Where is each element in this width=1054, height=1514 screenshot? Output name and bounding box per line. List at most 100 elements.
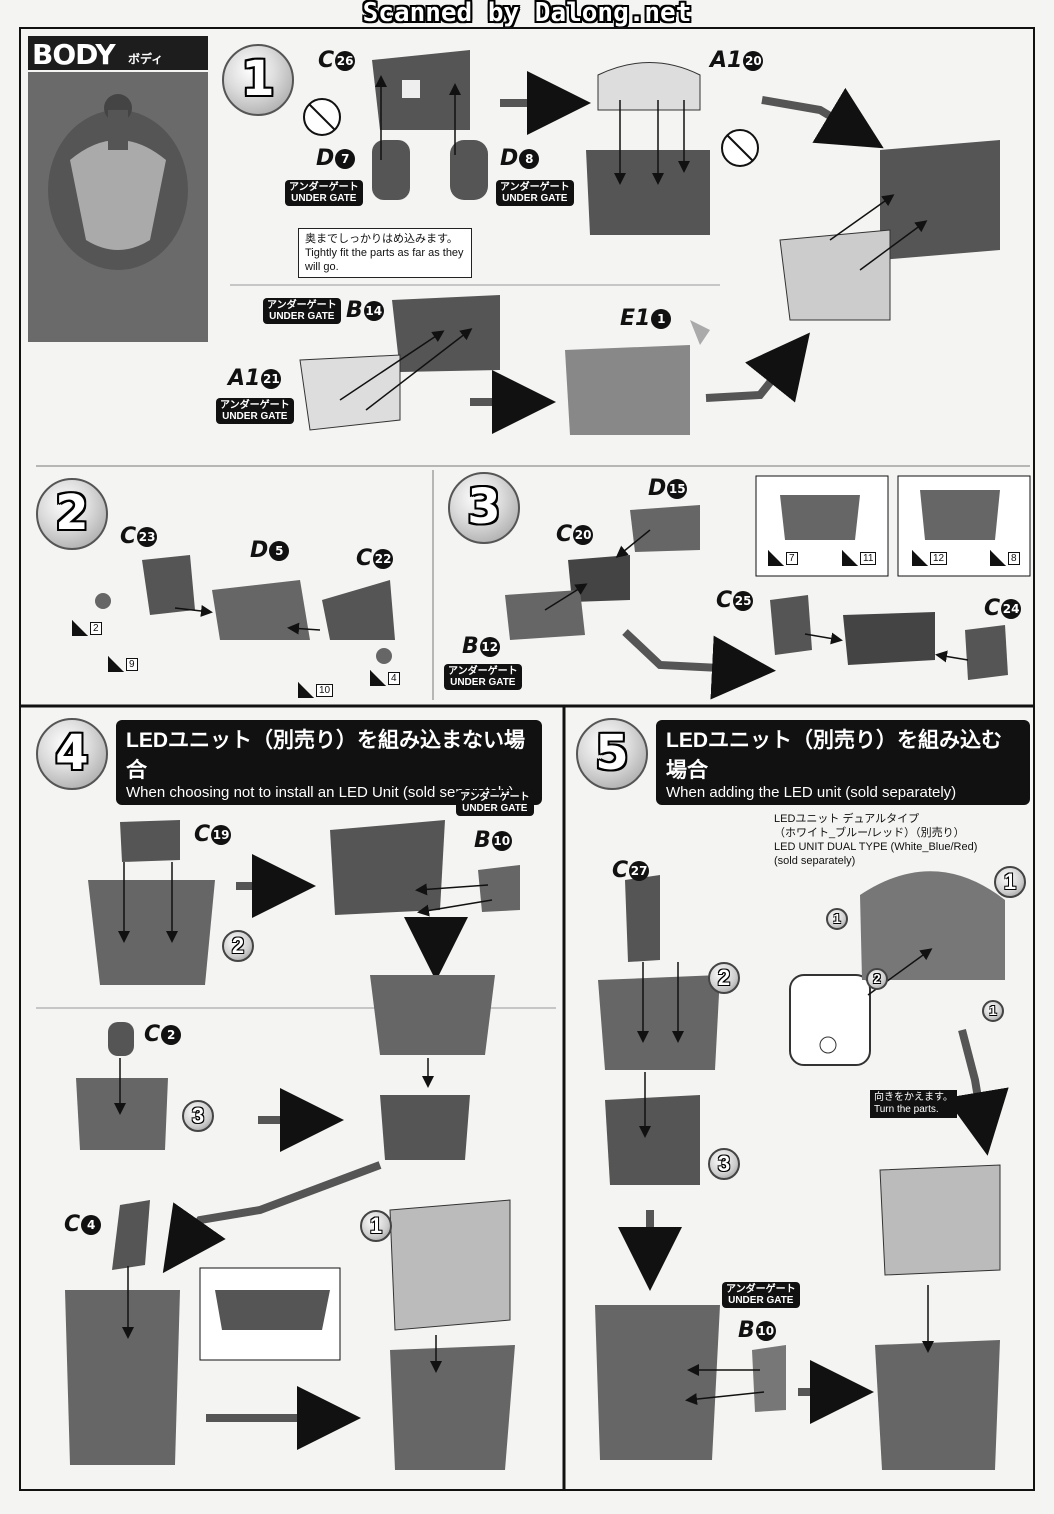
gate-mark-4: 4 <box>370 670 400 686</box>
gate-mark-9: 9 <box>108 656 138 672</box>
scan-credit: Scanned by Dalong.net <box>362 0 692 28</box>
step5-order-1-left: 1 <box>826 908 848 930</box>
step1-part-a120 <box>597 62 701 111</box>
gate-mark-11: 11 <box>842 550 877 566</box>
step3-part-b12 <box>505 590 585 640</box>
step4-part-b10 <box>478 865 520 912</box>
step1-part-b14 <box>392 295 500 372</box>
step3-part-d15 <box>630 505 700 552</box>
step2-part-d5 <box>212 580 310 640</box>
gate-cut-icon <box>108 656 124 672</box>
gate-mark-7: 7 <box>768 550 798 566</box>
step-number-1: 1 <box>222 44 294 116</box>
step4-part-c4 <box>112 1200 150 1270</box>
section-title-en: BODY <box>32 38 116 71</box>
step4-part-upper-body <box>389 1199 511 1331</box>
gate-cut-icon <box>912 550 928 566</box>
step3-detail-part-right <box>920 490 1000 540</box>
section-title: BODY ボディ <box>28 36 208 71</box>
step1-part-e11 <box>565 320 710 435</box>
step5-order-2: 2 <box>866 968 888 990</box>
gate-mark-10: 10 <box>298 682 334 698</box>
step4-part-torso-2 <box>330 820 445 915</box>
step-number-3: 3 <box>448 472 520 544</box>
step4-part-lower-body <box>390 1345 515 1470</box>
step5-order-1-right: 1 <box>982 1000 1004 1022</box>
gate-cut-icon <box>72 620 88 636</box>
step1-part-frame <box>586 150 710 235</box>
step5-substep-2: 2 <box>708 962 740 994</box>
step4-substep-2: 2 <box>222 930 254 962</box>
step4-part-torso-5 <box>76 1078 168 1150</box>
gate-mark-2: 2 <box>72 620 102 636</box>
step1-assembled-body <box>779 140 1000 321</box>
step-number-2: 2 <box>36 478 108 550</box>
turn-parts-note: 向きをかえます。 Turn the parts. <box>870 1090 957 1118</box>
step3-part-c24 <box>965 625 1008 680</box>
step4-part-c2 <box>108 1022 134 1056</box>
step1-part-c26 <box>372 50 470 130</box>
step3-part-assembled <box>843 612 935 665</box>
step5-part-torso-2 <box>605 1095 700 1185</box>
step1-no-cut-icon-right <box>721 129 759 167</box>
gate-mark-8: 8 <box>990 550 1020 566</box>
step4-substep-1: 1 <box>360 1210 392 1242</box>
step5-substep-1: 1 <box>994 866 1026 898</box>
step5-header: LEDユニット（別売り）を組み込む場合 When adding the LED … <box>656 720 1030 805</box>
step4-header: LEDユニット（別売り）を組み込まない場合 When choosing not … <box>116 720 542 805</box>
gate-cut-icon <box>370 670 386 686</box>
step1-part-d7 <box>372 140 410 200</box>
step5-lower-body <box>875 1340 1000 1470</box>
step2-gate-nub-right <box>376 648 392 664</box>
step4-substep-3: 3 <box>182 1100 214 1132</box>
step4-part-torso-6 <box>65 1290 180 1465</box>
gate-cut-icon <box>842 550 858 566</box>
gate-mark-12: 12 <box>912 550 948 566</box>
gate-cut-icon <box>990 550 1006 566</box>
step4-part-torso-4 <box>380 1095 470 1160</box>
step5-title-jp: LEDユニット（別売り）を組み込む場合 <box>666 729 1002 782</box>
step5-led-unit <box>789 974 871 1066</box>
body-preview-figure <box>48 94 188 270</box>
section-title-jp: ボディ <box>128 52 164 66</box>
step3-part-c25 <box>770 595 812 655</box>
step4-detail-part <box>215 1290 330 1330</box>
step4-part-torso-1 <box>88 880 215 985</box>
step-number-5: 5 <box>576 718 648 790</box>
step2-part-c22 <box>322 580 395 640</box>
step3-detail-part-left <box>780 495 860 540</box>
step5-substep-3: 3 <box>708 1148 740 1180</box>
step5-torso-closed <box>879 1164 1001 1276</box>
step1-no-cut-icon-left <box>303 98 341 136</box>
step4-part-torso-3 <box>370 975 495 1055</box>
step5-title-en: When adding the LED unit (sold separatel… <box>666 784 957 801</box>
gate-cut-icon <box>768 550 784 566</box>
step5-part-torso-1 <box>598 975 720 1070</box>
